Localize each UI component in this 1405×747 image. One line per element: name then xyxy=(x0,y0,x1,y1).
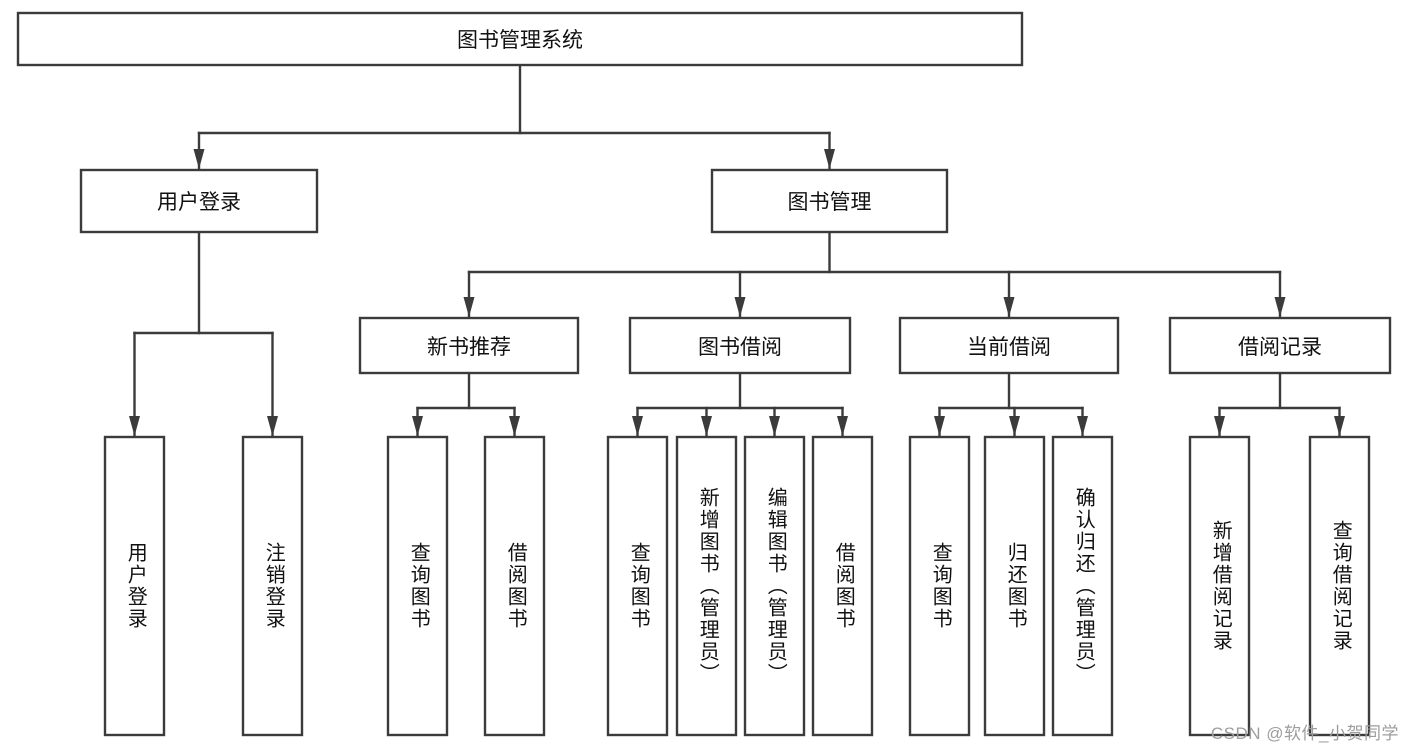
node-box-root[interactable] xyxy=(16,11,1024,67)
arrow-head xyxy=(934,416,945,436)
arrow-head xyxy=(769,416,780,436)
arrow-head xyxy=(1009,416,1020,436)
arrow-head xyxy=(1334,416,1345,436)
connectors-layer xyxy=(129,63,1345,438)
node-box-leaf-borrow-book-2[interactable] xyxy=(811,435,874,737)
arrow-head xyxy=(1003,297,1015,317)
node-box-borrow-record[interactable] xyxy=(1168,316,1392,375)
arrow-head xyxy=(1214,416,1225,436)
node-box-leaf-add-borrow-record[interactable] xyxy=(1188,435,1251,737)
node-box-leaf-query-borrow-record[interactable] xyxy=(1308,435,1371,737)
arrow-head xyxy=(129,416,140,436)
arrow-head xyxy=(412,416,423,436)
watermark-text: CSDN @软件_小贺同学 xyxy=(1210,724,1399,743)
node-box-leaf-query-book-3[interactable] xyxy=(908,435,971,737)
node-box-leaf-query-book-2[interactable] xyxy=(606,435,669,737)
arrow-head xyxy=(824,149,835,169)
node-box-book-manage[interactable] xyxy=(710,168,949,234)
arrow-head xyxy=(193,149,205,169)
node-box-new-book-recommend[interactable] xyxy=(358,316,580,375)
boxes-layer xyxy=(16,11,1392,737)
arrow-head xyxy=(837,416,848,436)
arrow-head xyxy=(701,416,712,436)
node-box-book-borrow[interactable] xyxy=(628,316,852,375)
node-box-user-login[interactable] xyxy=(79,168,319,234)
node-box-leaf-user-login[interactable] xyxy=(103,435,166,737)
arrow-head xyxy=(734,297,746,317)
arrow-head xyxy=(1077,416,1088,436)
arrow-head xyxy=(509,416,520,436)
arrow-head xyxy=(1274,297,1286,317)
node-box-leaf-add-book[interactable] xyxy=(675,435,738,737)
node-box-leaf-return-book[interactable] xyxy=(983,435,1046,737)
node-box-leaf-confirm-return[interactable] xyxy=(1051,435,1114,737)
node-box-leaf-logout-login[interactable] xyxy=(241,435,304,737)
node-box-current-borrow[interactable] xyxy=(898,316,1120,375)
node-box-leaf-edit-book[interactable] xyxy=(743,435,806,737)
node-box-leaf-borrow-book-1[interactable] xyxy=(483,435,546,737)
arrow-head xyxy=(632,416,643,436)
arrow-head xyxy=(463,297,475,317)
node-box-leaf-query-book-1[interactable] xyxy=(386,435,449,737)
arrow-head xyxy=(267,416,278,436)
